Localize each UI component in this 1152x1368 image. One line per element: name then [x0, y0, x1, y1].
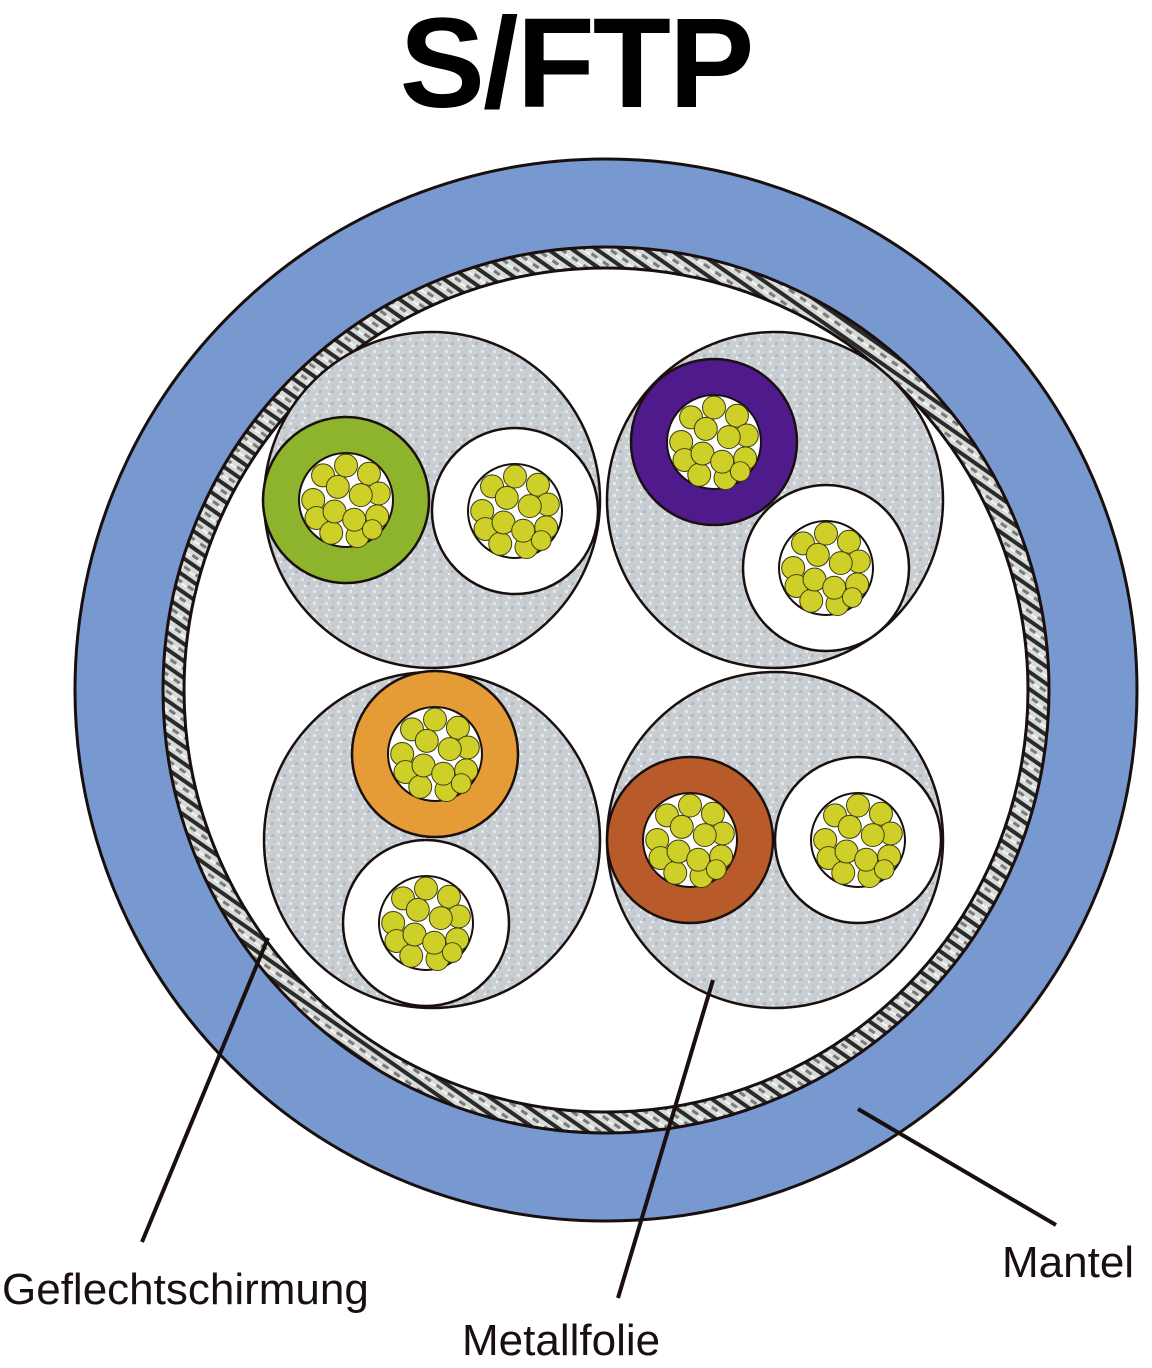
leader-line-braid	[140, 937, 270, 1243]
pair-top-left	[261, 330, 602, 670]
label-braid: Geflechtschirmung	[2, 1265, 369, 1314]
pair-bottom-right	[605, 670, 945, 1010]
label-jacket: Mantel	[1002, 1238, 1135, 1287]
label-foil: Metallfolie	[462, 1316, 661, 1365]
leader-line-foil	[616, 979, 715, 1299]
leader-line-jacket	[856, 1107, 1058, 1227]
braid-shield	[161, 245, 1051, 1135]
pair-top-right	[605, 330, 945, 670]
diagram-title: S/FTP	[399, 0, 755, 135]
pair-bottom-left	[262, 669, 602, 1010]
